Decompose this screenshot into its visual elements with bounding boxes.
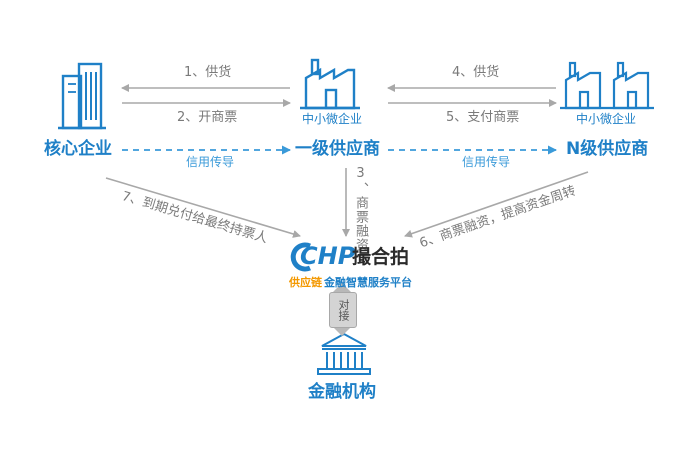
platform-brand-latin: CHP [300,242,356,270]
ntier-supplier-label: N级供应商 [566,139,649,159]
flow-supply-label: 1、供货 [184,65,232,80]
arrow-redemption [105,177,301,238]
factory-icon [300,58,360,110]
bank-icon [317,332,371,375]
platform-brand-cn: 撮合拍 [352,246,410,268]
tier1-supplier-label: 一级供应商 [295,139,380,159]
chp-logo-icon [290,242,311,272]
dock-connector: 对接 [329,292,357,328]
dock-label: 对接 [337,299,350,321]
core-enterprise-label: 核心企业 [44,139,112,159]
flow-supply-label-2: 4、供货 [452,65,500,80]
arrow-ntier-financing [404,171,589,238]
platform-tagline-blue: 金融智慧服务平台 [324,276,412,289]
factories-icon [560,61,654,110]
building-icon [58,62,106,130]
flow-pay-notes-label: 5、支付商票 [446,110,520,125]
ntier-caption: 中小微企业 [576,112,637,126]
flow-tier1-financing-label: 3、商票融资 [353,166,368,252]
dock-arrows-icon [332,283,352,336]
financial-institution-label: 金融机构 [308,382,376,402]
credit-transmission-label-right: 信用传导 [462,155,511,169]
tier1-caption: 中小微企业 [302,112,363,126]
credit-transmission-label-left: 信用传导 [186,155,235,169]
platform-tagline-orange: 供应链 [289,276,322,289]
flow-issue-notes-label: 2、开商票 [177,110,238,125]
